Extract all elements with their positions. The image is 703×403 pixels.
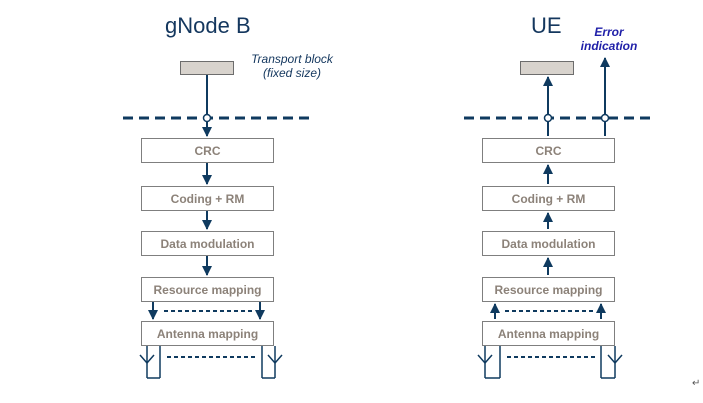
gnodeb-resource-mapping-block: Resource mapping	[141, 277, 274, 302]
gnodeb-antennas	[139, 346, 283, 379]
return-mark-icon: ↵	[692, 378, 701, 389]
ue-data-modulation-block: Data modulation	[482, 231, 615, 256]
ue-title: UE	[531, 13, 562, 38]
ue-antenna-mapping-block: Antenna mapping	[482, 321, 615, 346]
error-indication-line2: indication	[580, 39, 638, 53]
gnodeb-junction-node	[202, 113, 212, 123]
transport-block-label: Transport block (fixed size)	[246, 52, 338, 80]
ue-transport-block	[520, 61, 574, 75]
gnodeb-transport-block	[180, 61, 234, 75]
ue-junction-node	[543, 113, 553, 123]
ue-coding-rm-block: Coding + RM	[482, 186, 615, 211]
ue-resource-mapping-block: Resource mapping	[482, 277, 615, 302]
gnodeb-title: gNode B	[165, 13, 251, 38]
error-indication-label: Error indication	[577, 25, 641, 53]
ue-crc-block: CRC	[482, 138, 615, 163]
gnodeb-crc-block: CRC	[141, 138, 274, 163]
ue-antennas	[477, 346, 623, 379]
ue-arrows	[490, 57, 610, 319]
gnodeb-coding-rm-block: Coding + RM	[141, 186, 274, 211]
gnodeb-antenna-mapping-block: Antenna mapping	[141, 321, 274, 346]
transport-block-label-line2: (fixed size)	[262, 66, 321, 80]
error-indication-line1: Error	[594, 25, 624, 39]
gnodeb-arrows	[148, 75, 265, 320]
ue-error-junction-node	[600, 113, 610, 123]
gnodeb-data-modulation-block: Data modulation	[141, 231, 274, 256]
transport-block-label-line1: Transport block	[251, 52, 333, 66]
